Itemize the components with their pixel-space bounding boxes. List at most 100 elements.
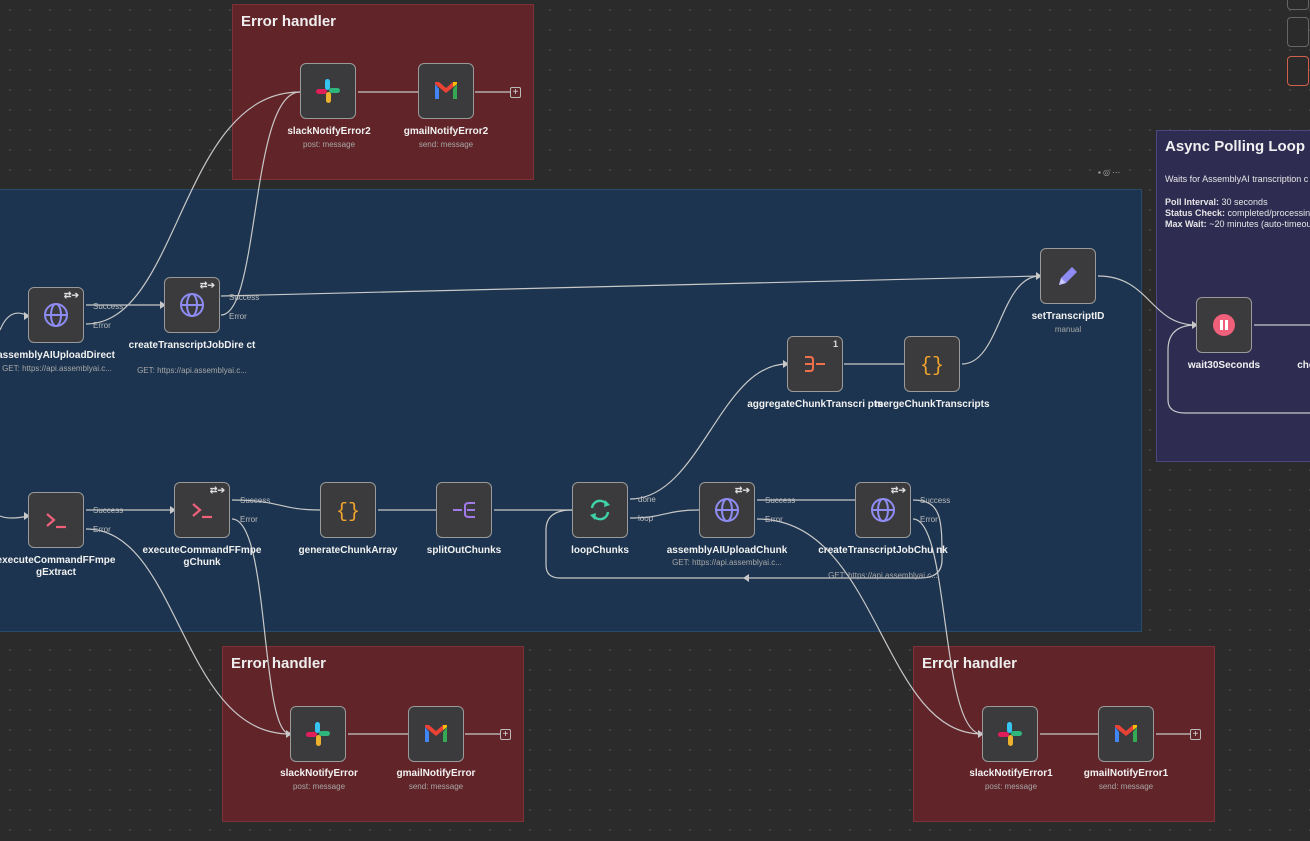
port-success-label: Success [920,496,951,505]
globe-icon [715,498,739,522]
node-label: wait30Seconds [1187,360,1261,371]
assemblyai-upload-direct-node[interactable]: ⇄➔ [28,287,84,343]
sticky-description: Waits for AssemblyAI transcription c [1165,174,1309,184]
retry-icon: ⇄➔ [209,485,225,495]
gmail-icon [1115,725,1137,742]
pause-icon [1213,314,1235,336]
node-subtitle: manual [1054,325,1082,334]
port-success-label: Success [240,496,271,505]
retry-icon: ⇄➔ [890,485,906,495]
wait-30-seconds-node[interactable] [1196,297,1252,353]
node-subtitle: GET: https://api.assemblyai.c... [672,558,782,567]
create-transcript-job-direct-node[interactable]: ⇄➔ [164,277,220,333]
node-label: checl [1297,360,1310,371]
sticky-max-wait: Max Wait: ~20 minutes (auto-timeou [1165,219,1310,229]
node-label: slackNotifyError [280,768,358,779]
node-label: assemblyAIUploadDirect [0,350,115,361]
group-controls-icons[interactable]: ▪ ◎ ⋯ [1098,168,1121,177]
code-braces-icon: {} [920,355,944,378]
port-success-label: Success [765,496,796,505]
slack-notify-error2-node[interactable] [300,63,356,119]
merge-chunk-transcripts-node[interactable]: {} [904,336,960,392]
port-error-label: Error [93,321,111,330]
node-subtitle: send: message [408,782,464,791]
code-braces-icon: {} [336,501,360,524]
gmail-notify-error1-node[interactable] [1098,706,1154,762]
main-workflow-group[interactable] [0,189,1142,632]
assemblyai-upload-chunk-node[interactable]: ⇄➔ [699,482,755,538]
add-node-button[interactable]: + [1190,729,1201,740]
gmail-notify-error2-node[interactable] [418,63,474,119]
document-icon[interactable] [1287,17,1309,47]
slack-notify-error-node[interactable] [290,706,346,762]
node-subtitle: GET: https://api.assemblyai.c... [2,364,112,373]
node-label: splitOutChunks [426,545,502,556]
split-out-chunks-node[interactable] [436,482,492,538]
group-title: Error handler [241,13,337,30]
loop-icon [590,499,610,521]
node-label: aggregateChunkTranscri pts [747,399,883,410]
aggregate-icon [805,356,825,372]
terminal-icon [46,513,66,529]
node-label: assemblyAIUploadChunk [666,545,788,556]
node-label: mergeChunkTranscripts [874,399,990,410]
port-error-label: Error [240,515,258,524]
node-label: gmailNotifyError1 [1083,768,1169,779]
add-node-button[interactable]: + [500,729,511,740]
generate-chunk-array-node[interactable]: {} [320,482,376,538]
group-title: Error handler [231,655,327,672]
port-success-label: Success [93,506,124,515]
pencil-icon [1059,267,1077,285]
node-label: slackNotifyError1 [969,768,1053,779]
node-label: generateChunkArray [298,545,398,556]
async-polling-sticky-note[interactable]: Async Polling Loop Waits for AssemblyAI … [1156,130,1310,462]
gmail-icon [435,82,457,99]
globe-icon [871,498,895,522]
panel-toggle-icon[interactable] [1287,56,1309,86]
add-node-button[interactable]: + [510,87,521,98]
port-error-label: Error [920,515,938,524]
svg-text:{}: {} [336,501,360,524]
node-label: gmailNotifyError [396,768,476,779]
node-label: executeCommandFFmpe gChunk [142,545,262,568]
split-out-icon [453,502,475,518]
node-label: executeCommandFFmpe gExtract [0,555,116,578]
canvas-tool-button[interactable] [1287,0,1309,10]
port-success-label: Success [93,302,124,311]
port-error-label: Error [765,515,783,524]
execute-command-ffmpeg-extract-node[interactable] [28,492,84,548]
execute-command-ffmpeg-chunk-node[interactable]: ⇄➔ [174,482,230,538]
retry-icon: ⇄➔ [734,485,750,495]
terminal-icon [192,503,212,519]
gmail-notify-error-node[interactable] [408,706,464,762]
port-loop-label: loop [638,514,654,523]
loop-chunks-node[interactable] [572,482,628,538]
slack-notify-error1-node[interactable] [982,706,1038,762]
node-subtitle: GET: https://api.assemblyai.c... [137,366,247,375]
item-count-badge: 1 [832,339,838,349]
node-subtitle: send: message [418,140,474,149]
globe-icon [44,303,68,327]
slack-icon [306,722,330,746]
sticky-poll-interval: Poll Interval: 30 seconds [1165,197,1268,207]
create-transcript-job-chunk-node[interactable]: ⇄➔ [855,482,911,538]
port-error-label: Error [229,312,247,321]
node-subtitle: send: message [1098,782,1154,791]
node-label: setTranscriptID [1031,311,1105,322]
node-label: slackNotifyError2 [287,126,371,137]
aggregate-chunk-transcripts-node[interactable]: 1 [787,336,843,392]
node-label: gmailNotifyError2 [403,126,489,137]
set-transcript-id-node[interactable] [1040,248,1096,304]
slack-icon [316,79,340,103]
svg-text:{}: {} [920,355,944,378]
sticky-status-check: Status Check: completed/processing [1165,208,1310,218]
gmail-icon [425,725,447,742]
port-success-label: Success [229,293,260,302]
node-label: createTranscriptJobDire ct [128,340,256,351]
node-label: loopChunks [571,545,629,556]
slack-icon [998,722,1022,746]
globe-icon [180,293,204,317]
sticky-title: Async Polling Loop [1165,138,1306,155]
node-subtitle: GET: https://api.assemblyai.c... [828,571,938,580]
